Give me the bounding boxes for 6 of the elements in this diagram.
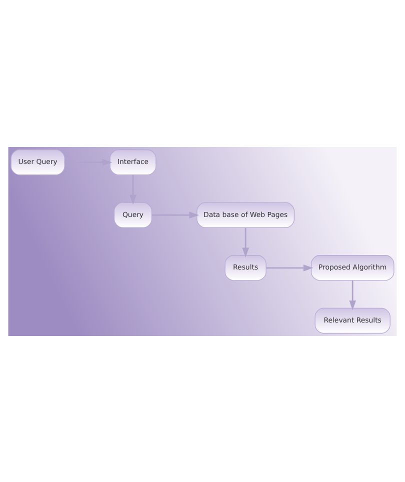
arrow <box>349 280 356 310</box>
arrow <box>152 211 200 218</box>
arrow <box>242 227 249 257</box>
arrow <box>64 158 112 166</box>
arrow <box>266 264 314 271</box>
arrow <box>130 174 136 204</box>
